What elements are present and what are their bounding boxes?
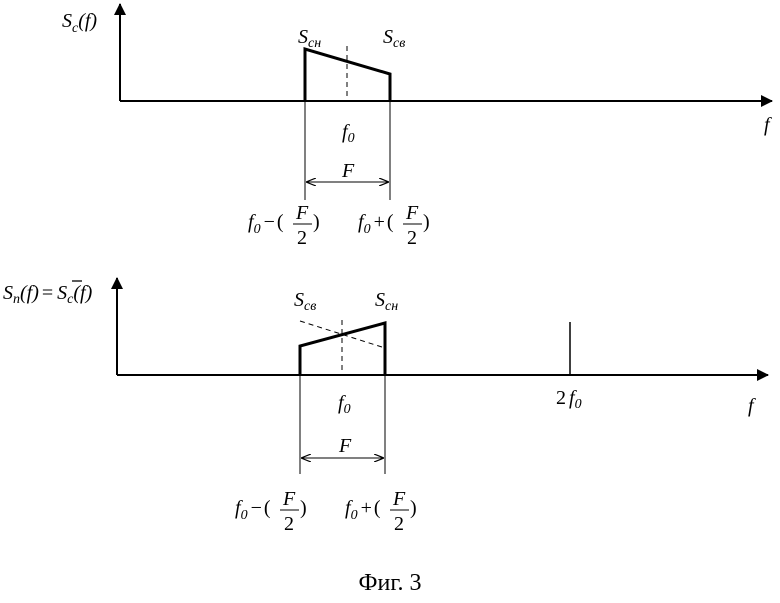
top-spectrum-diagram: Sc(f) f Sсн Sсв f0 F f0−( F 2 ) f0+( F 2… xyxy=(62,4,772,249)
svg-text:2: 2 xyxy=(284,513,294,535)
svg-text:): ) xyxy=(423,211,430,233)
svg-text:Sп(f)=Sc(f): Sп(f)=Sc(f) xyxy=(3,282,93,307)
top-x-axis-label: f xyxy=(764,114,772,136)
top-y-axis-label: Sc(f) xyxy=(62,10,97,36)
svg-text:F: F xyxy=(282,488,296,510)
svg-text:F: F xyxy=(392,488,406,510)
top-center-freq-label: f0 xyxy=(342,121,355,146)
bottom-upper-bound-formula: f0+( F 2 ) xyxy=(345,488,417,535)
svg-text:f0+(: f0+( xyxy=(358,211,394,237)
svg-text:): ) xyxy=(313,211,320,233)
figure-caption: Фиг. 3 xyxy=(359,570,422,596)
bottom-x-axis-label: f xyxy=(748,395,756,417)
svg-text:f0−(: f0−( xyxy=(248,211,284,237)
svg-text:F: F xyxy=(405,202,419,224)
top-right-edge-label: Sсв xyxy=(383,26,405,51)
bottom-left-edge-label: Sсв xyxy=(294,289,316,314)
top-upper-bound-formula: f0+( F 2 ) xyxy=(358,202,430,249)
bottom-right-edge-label: Sсн xyxy=(375,289,398,314)
svg-text:f0−(: f0−( xyxy=(235,497,271,523)
svg-text:): ) xyxy=(410,497,417,519)
bottom-carrier-label: 2f0 xyxy=(556,387,582,412)
svg-text:2: 2 xyxy=(407,227,417,249)
svg-text:2: 2 xyxy=(394,513,404,535)
bottom-y-axis-label: Sп(f)=Sc(f) xyxy=(3,281,93,307)
svg-text:f0+(: f0+( xyxy=(345,497,381,523)
bottom-bandwidth-label: F xyxy=(338,435,352,457)
bottom-spectrum-diagram: Sп(f)=Sc(f) f Sсв Sсн f0 2f0 F f0−( F 2 … xyxy=(3,278,768,535)
top-lower-bound-formula: f0−( F 2 ) xyxy=(248,202,320,249)
bottom-lower-bound-formula: f0−( F 2 ) xyxy=(235,488,307,535)
top-left-edge-label: Sсн xyxy=(298,26,321,51)
top-bandwidth-label: F xyxy=(341,160,355,182)
svg-text:2: 2 xyxy=(297,227,307,249)
bottom-center-freq-label: f0 xyxy=(338,392,351,417)
svg-text:F: F xyxy=(295,202,309,224)
svg-text:): ) xyxy=(300,497,307,519)
